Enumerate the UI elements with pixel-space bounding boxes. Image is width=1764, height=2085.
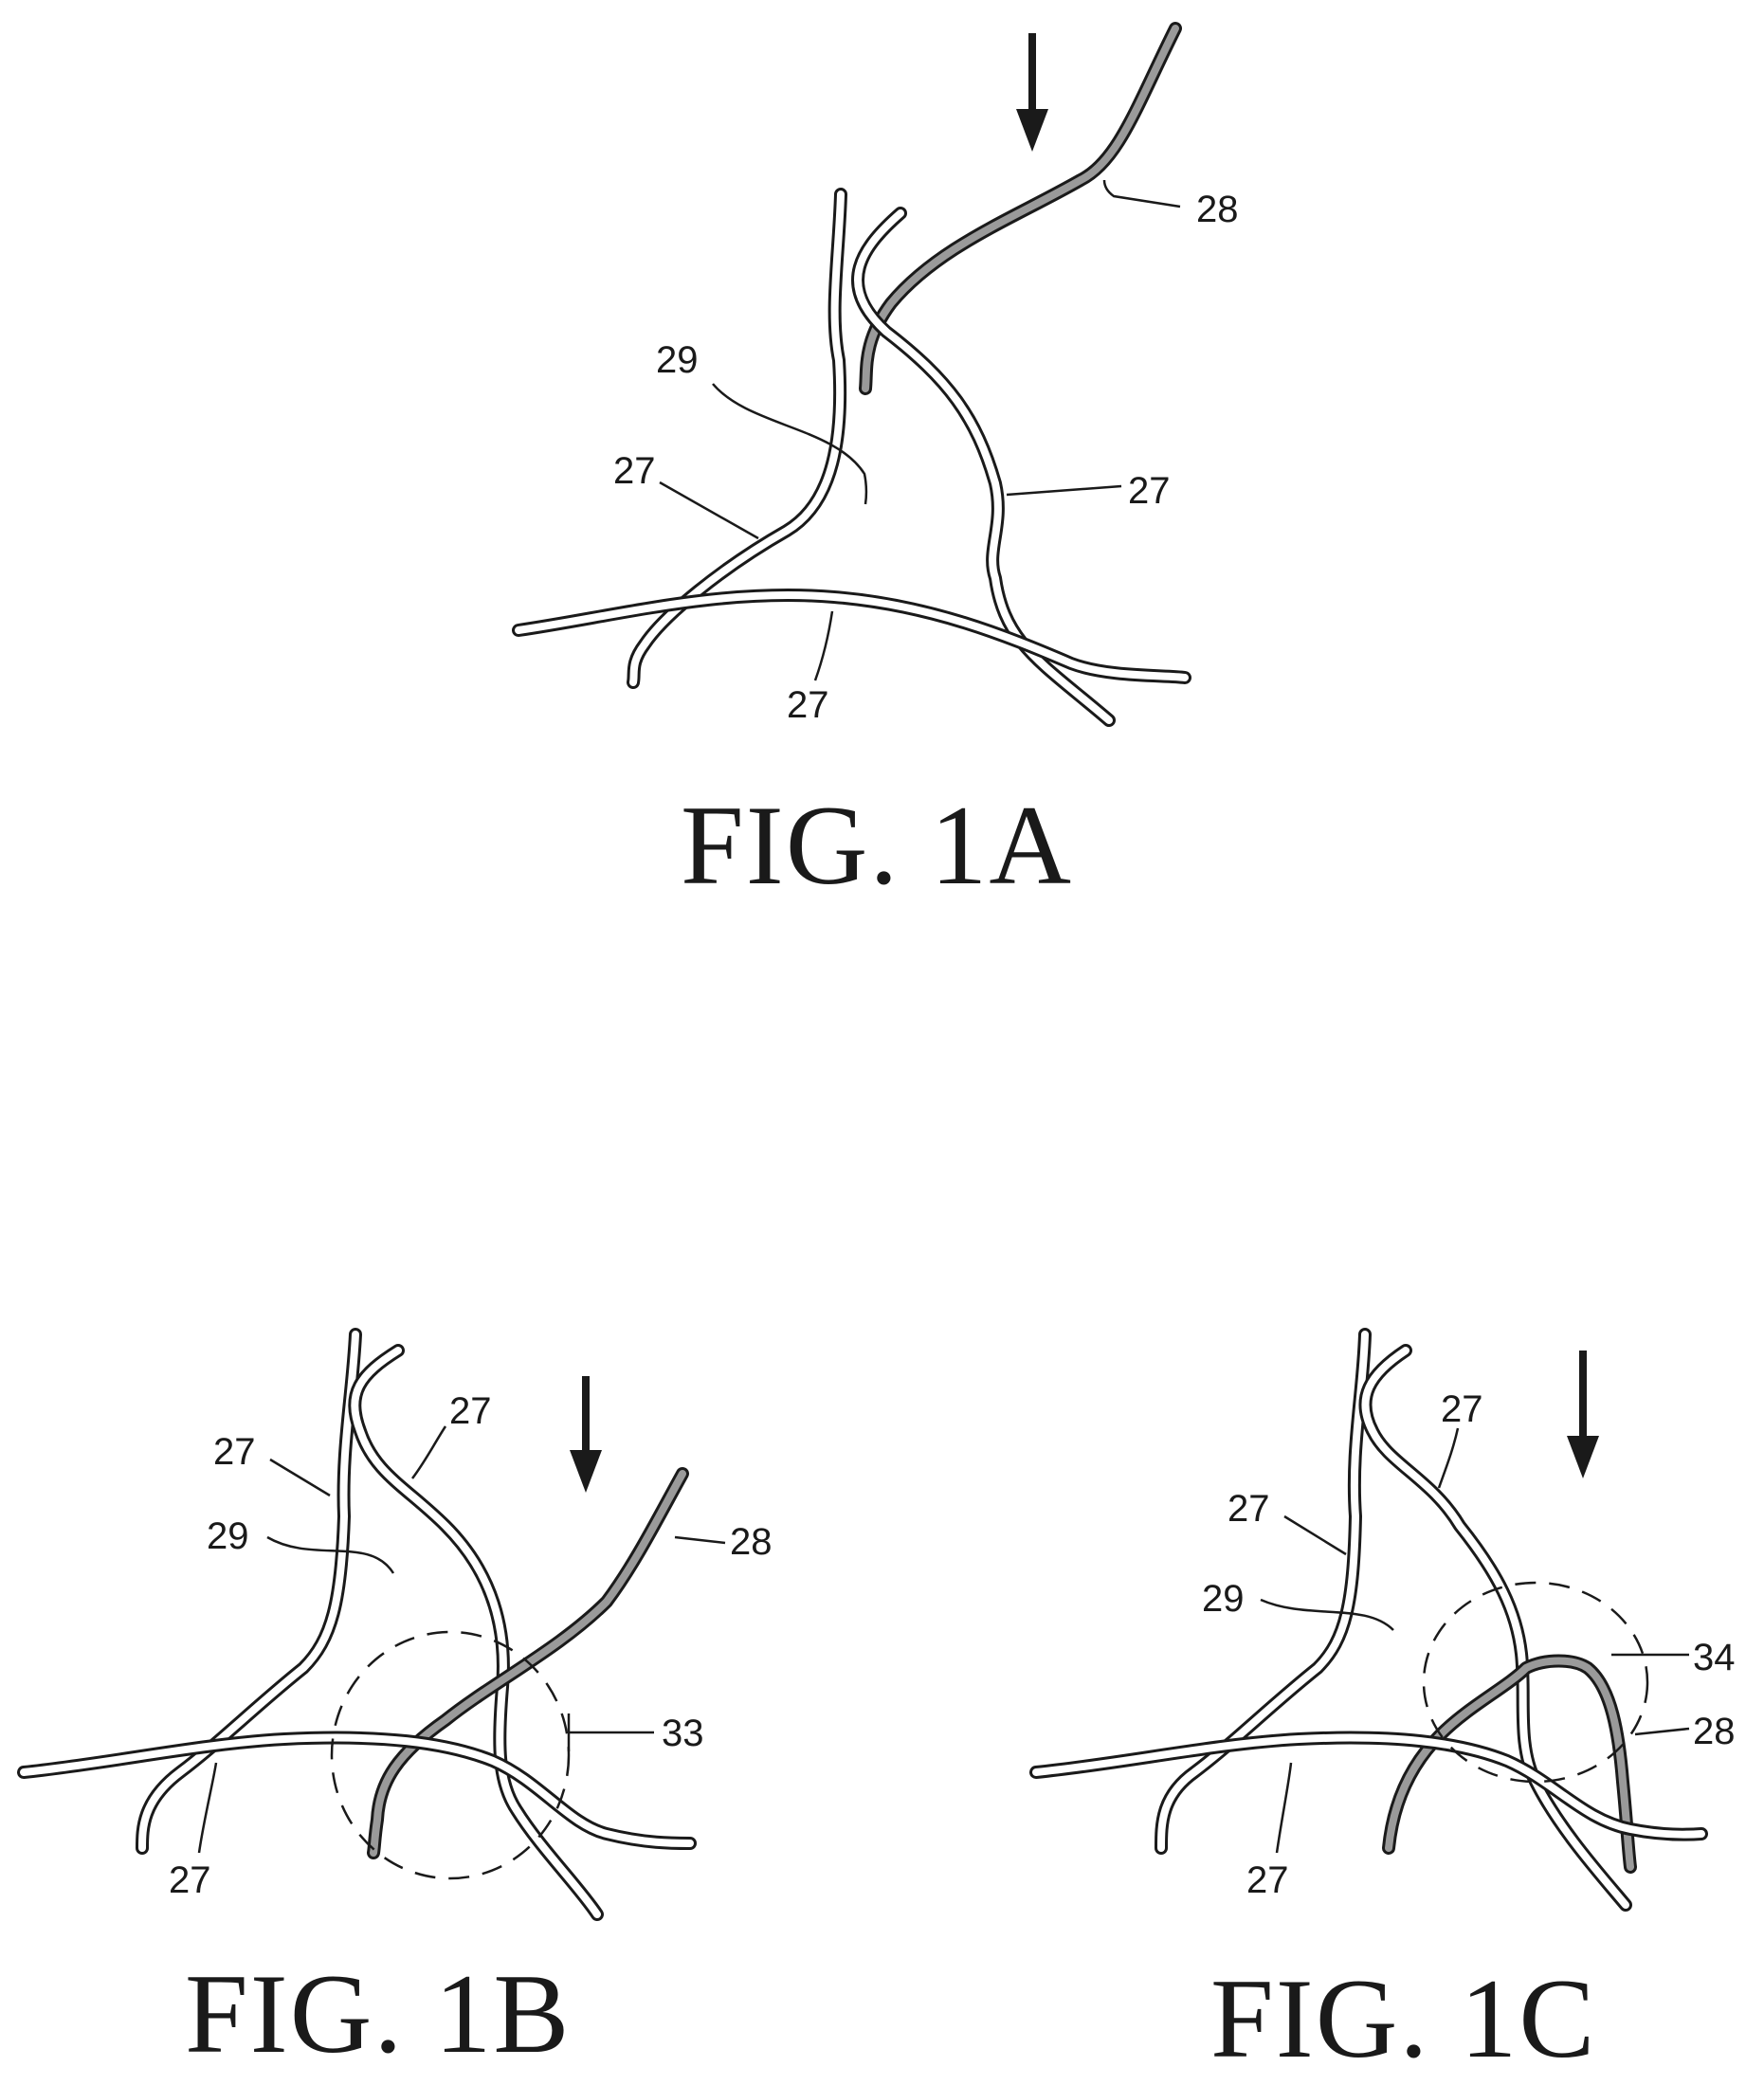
ref-label-27-middle: 27 xyxy=(1441,1388,1483,1430)
fiber-27-left xyxy=(142,1334,355,1848)
ref-label-27-bottom: 27 xyxy=(787,684,829,726)
ref-label-27-right: 27 xyxy=(1128,470,1171,512)
leader-line xyxy=(1104,180,1180,207)
fiber-28 xyxy=(865,28,1175,389)
leader-line xyxy=(199,1763,216,1853)
ref-label-29: 29 xyxy=(1202,1578,1245,1620)
ref-label-27-bottom: 27 xyxy=(169,1859,211,1901)
ref-label-33: 33 xyxy=(662,1713,704,1754)
leader-line xyxy=(660,482,758,538)
down-arrow-icon xyxy=(1567,1351,1599,1478)
ref-label-28: 28 xyxy=(730,1521,773,1563)
leader-line xyxy=(1277,1763,1291,1853)
leader-line xyxy=(1439,1428,1458,1488)
figure-caption: FIG. 1C xyxy=(1210,1955,1596,2081)
ref-label-27-left: 27 xyxy=(613,450,656,492)
fiber-27-bottom xyxy=(24,1738,690,1843)
ref-label-34: 34 xyxy=(1693,1637,1736,1678)
leader-line xyxy=(675,1537,725,1543)
ref-label-27-left: 27 xyxy=(213,1431,256,1473)
figure-caption: FIG. 1A xyxy=(681,782,1073,908)
leader-line xyxy=(412,1426,446,1478)
ref-label-29: 29 xyxy=(207,1515,249,1557)
figure-1c: 27 27 29 34 28 27 FIG. 1C xyxy=(1036,1334,1736,2081)
leader-line xyxy=(1635,1729,1689,1734)
leader-line xyxy=(1261,1600,1393,1630)
ref-label-29: 29 xyxy=(656,339,699,381)
ref-label-27-left: 27 xyxy=(1228,1488,1270,1530)
down-arrow-icon xyxy=(570,1376,602,1493)
figure-1b: 27 27 29 28 33 27 FIG. 1B xyxy=(24,1334,773,2076)
leader-line xyxy=(1007,486,1121,495)
zone-34-outline xyxy=(1424,1583,1647,1782)
leader-line xyxy=(1284,1516,1346,1554)
fiber-27-bottom xyxy=(1036,1738,1701,1835)
ref-label-27-middle: 27 xyxy=(449,1390,492,1432)
figure-1a: 28 29 27 27 27 FIG. 1A xyxy=(518,28,1239,908)
fiber-27-left xyxy=(1161,1334,1365,1848)
leader-line xyxy=(267,1537,393,1573)
down-arrow-icon xyxy=(1016,33,1048,152)
leader-line xyxy=(270,1460,330,1496)
ref-label-28: 28 xyxy=(1196,189,1239,230)
ref-label-27-bottom: 27 xyxy=(1246,1859,1289,1901)
fiber-27-bottom xyxy=(518,595,1185,678)
figure-caption: FIG. 1B xyxy=(185,1950,571,2076)
ref-label-28: 28 xyxy=(1693,1711,1736,1752)
leader-line xyxy=(815,611,832,680)
